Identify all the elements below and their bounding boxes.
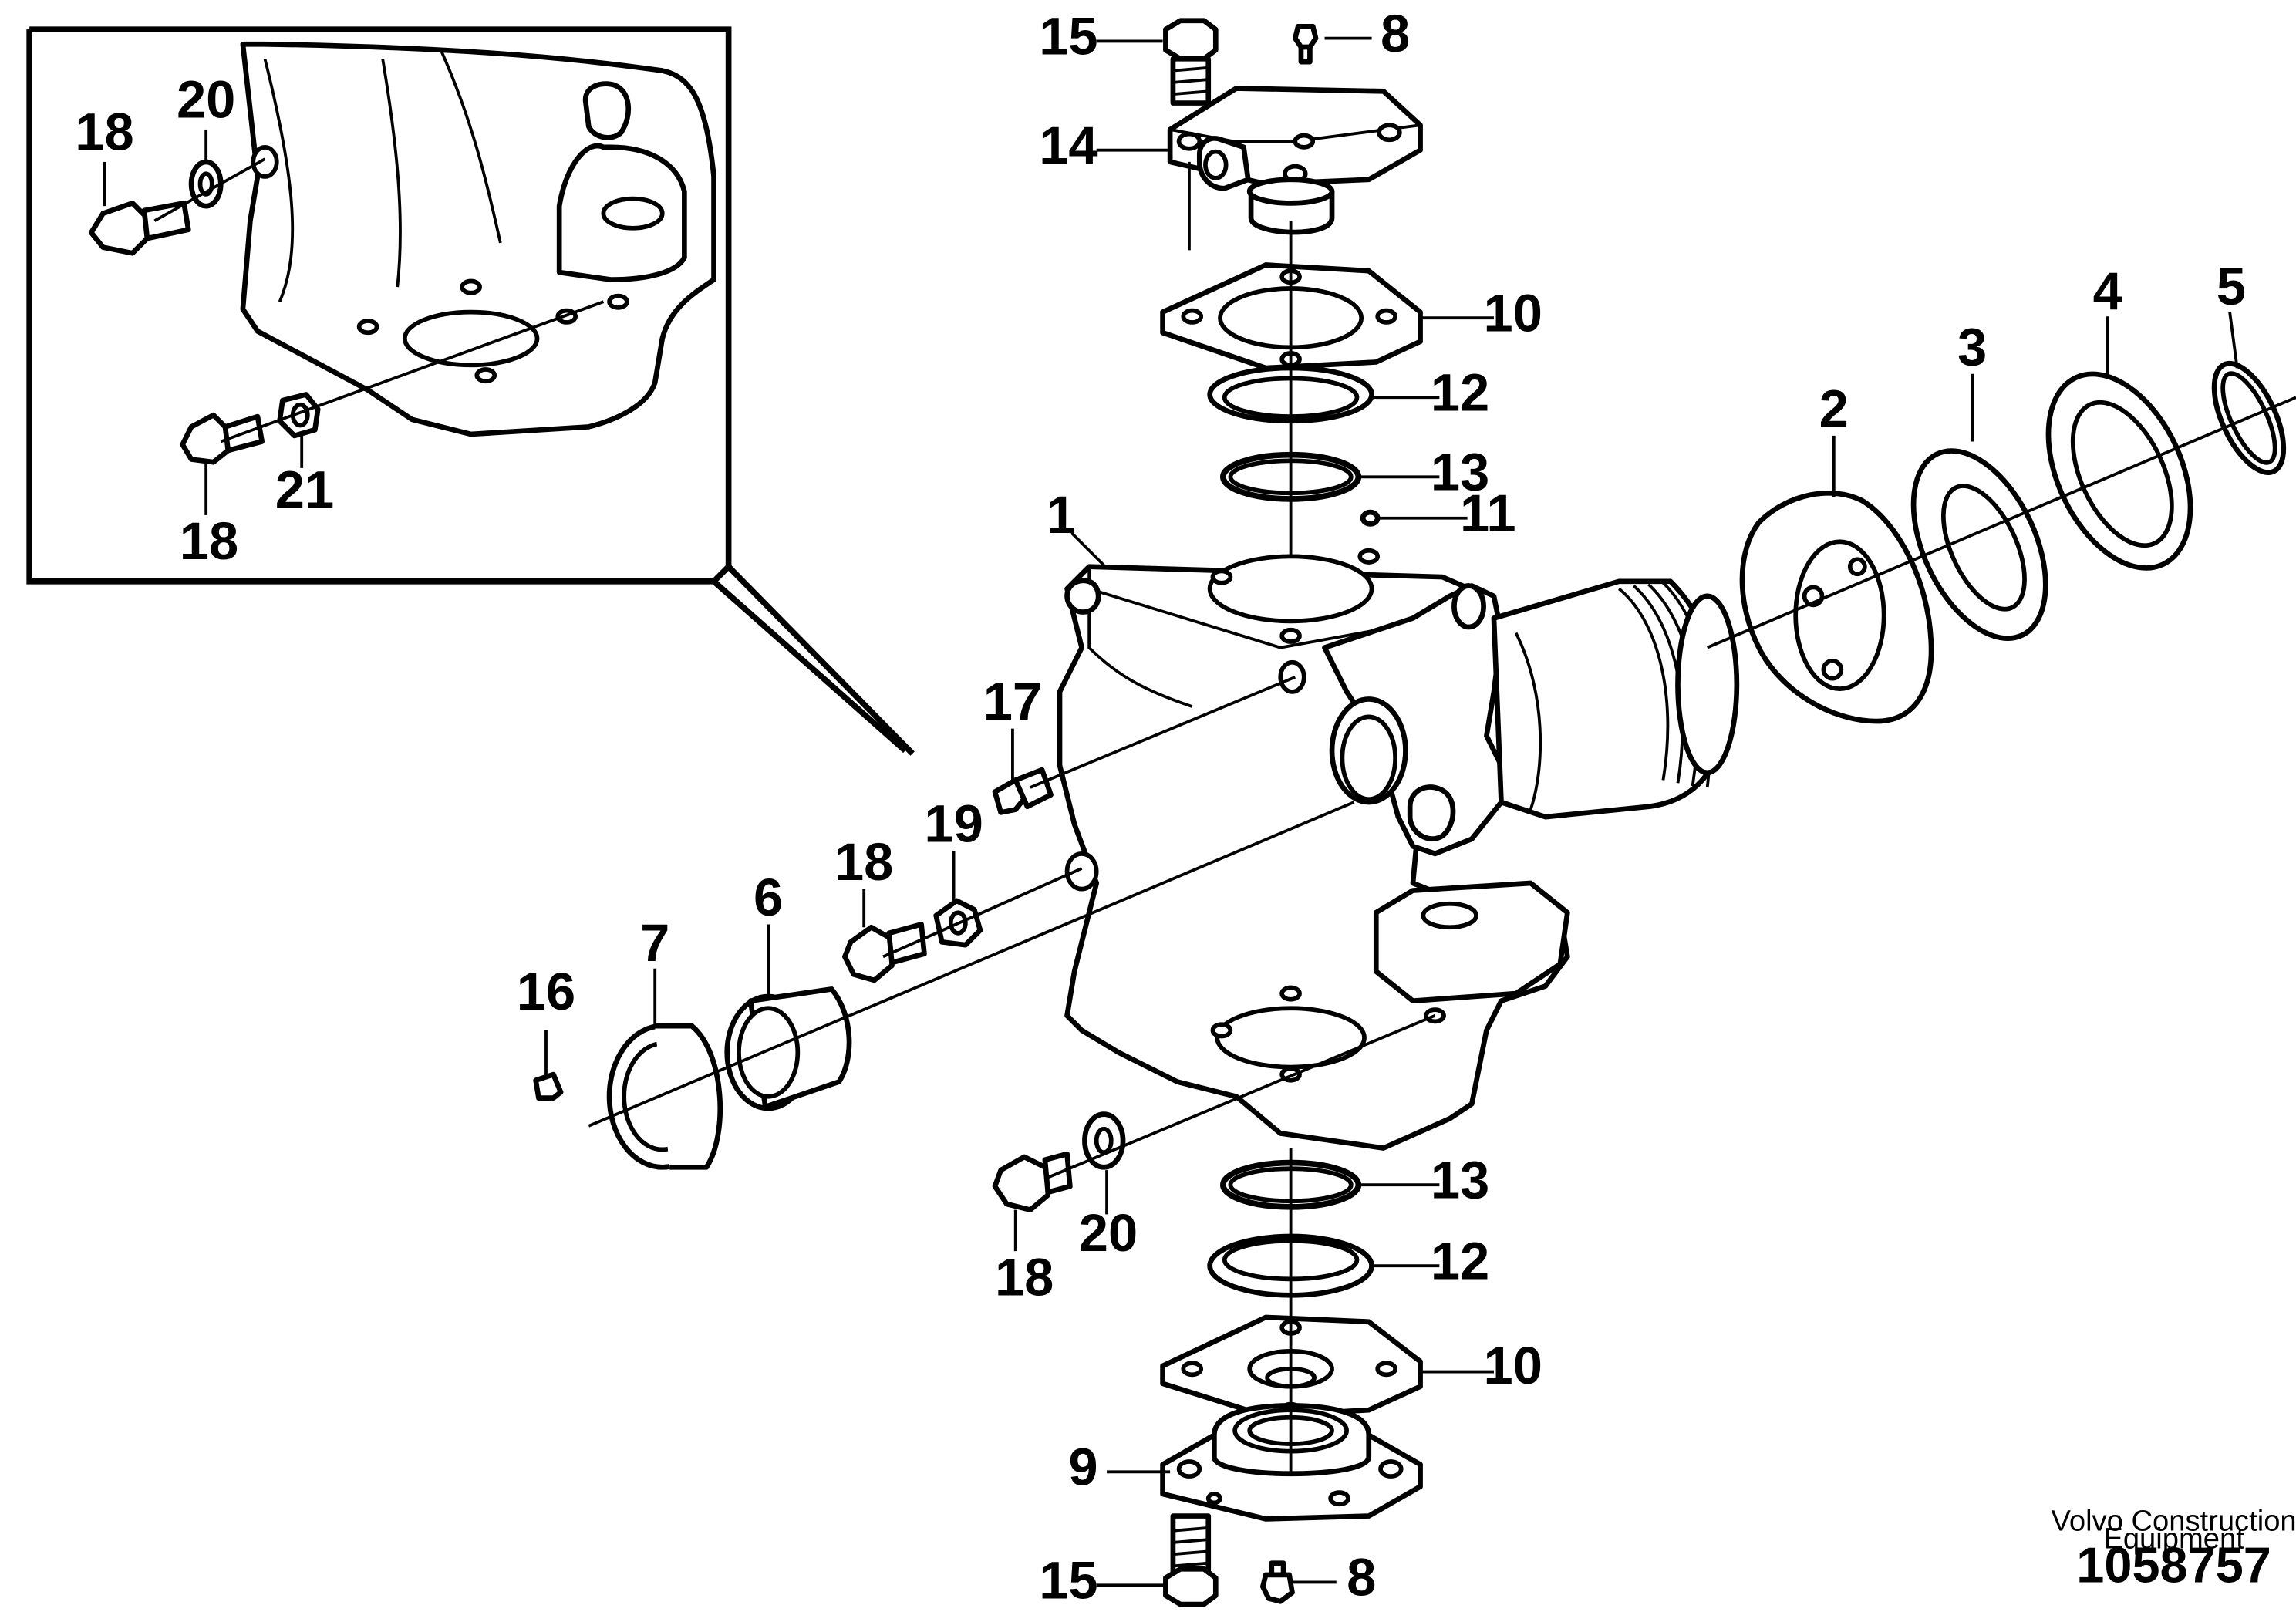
callout-21-inset: 21 bbox=[275, 460, 334, 519]
callout-13-bot: 13 bbox=[1431, 1150, 1489, 1209]
callout-18-low: 18 bbox=[995, 1247, 1054, 1307]
brand-line-2: Equipment bbox=[2103, 1523, 2244, 1556]
callout-8-bot: 8 bbox=[1347, 1548, 1376, 1607]
callout-14: 14 bbox=[1039, 116, 1097, 175]
callout-6: 6 bbox=[754, 868, 783, 927]
callout-16: 16 bbox=[517, 962, 575, 1021]
callout-15-bot: 15 bbox=[1039, 1550, 1097, 1610]
callout-4: 4 bbox=[2093, 261, 2122, 321]
brand-line-1: Volvo Construction bbox=[2052, 1505, 2296, 1538]
document-number: 1058757 bbox=[2076, 1536, 2271, 1593]
top-stack bbox=[1160, 18, 1423, 619]
callout-5: 5 bbox=[2217, 257, 2246, 316]
callout-13-top: 13 bbox=[1431, 442, 1489, 501]
left-side-parts bbox=[533, 676, 1355, 1170]
footer: Volvo Construction Equipment 1058757 bbox=[2052, 1505, 2296, 1593]
callout-labels: 15 8 14 10 12 13 11 1 2 3 4 5 17 19 18 6… bbox=[75, 4, 2246, 1610]
lower-bolt-washer bbox=[992, 1013, 1436, 1212]
callout-10-bot: 10 bbox=[1484, 1336, 1542, 1395]
bottom-stack bbox=[1160, 1148, 1423, 1607]
callout-12-bot: 12 bbox=[1431, 1231, 1489, 1290]
callout-15-top: 15 bbox=[1039, 7, 1097, 66]
callout-18-inset-bot: 18 bbox=[180, 511, 238, 571]
callout-20-inset: 20 bbox=[177, 70, 235, 130]
steering-knuckle-housing bbox=[1057, 548, 1740, 1151]
callout-12-top: 12 bbox=[1431, 363, 1489, 422]
callout-18-inset-top: 18 bbox=[75, 103, 133, 162]
callout-9: 9 bbox=[1068, 1438, 1097, 1497]
leader-lines bbox=[103, 36, 2239, 1587]
callout-2: 2 bbox=[1819, 379, 1849, 438]
callout-8-top: 8 bbox=[1381, 4, 1410, 63]
callout-20-low: 20 bbox=[1079, 1203, 1138, 1263]
callout-17: 17 bbox=[983, 672, 1042, 731]
callout-10-top: 10 bbox=[1484, 283, 1542, 342]
callout-18-mid: 18 bbox=[834, 832, 893, 892]
right-side-parts bbox=[1706, 360, 2296, 724]
callout-3: 3 bbox=[1957, 317, 1987, 376]
inset-detail bbox=[26, 26, 915, 756]
callout-1: 1 bbox=[1047, 485, 1076, 545]
callout-19: 19 bbox=[924, 794, 983, 854]
callout-11: 11 bbox=[1460, 484, 1516, 543]
callout-7: 7 bbox=[640, 913, 669, 973]
